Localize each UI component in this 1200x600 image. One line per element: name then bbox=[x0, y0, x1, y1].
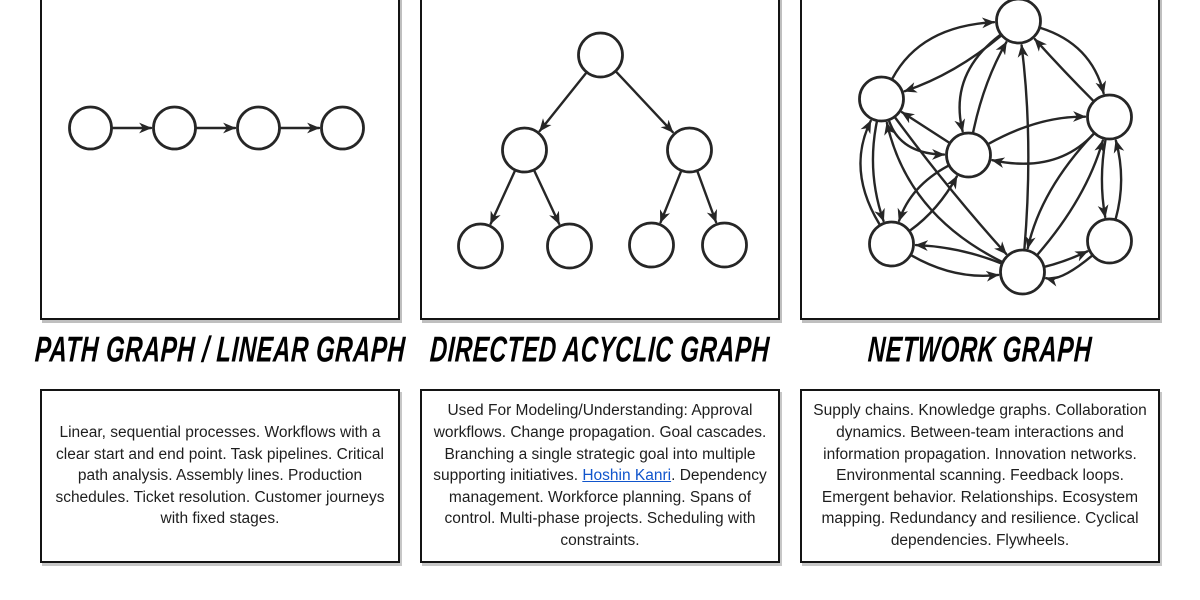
dag-diagram-box bbox=[420, 0, 780, 320]
graph-edge bbox=[533, 169, 561, 225]
graph-node bbox=[501, 126, 548, 174]
graph-node bbox=[546, 222, 593, 270]
graph-node bbox=[457, 222, 504, 270]
graph-node bbox=[999, 248, 1046, 296]
panel-title-dag: DIRECTED ACYCLIC GRAPH bbox=[420, 330, 780, 372]
description-text: Linear, sequential processes. Workflows … bbox=[55, 424, 385, 528]
panel-description-dag: Used For Modeling/Understanding: Approva… bbox=[420, 389, 780, 563]
graph-edge bbox=[1025, 132, 1095, 250]
description-before-link: Used For Modeling/Understanding: Approva… bbox=[433, 402, 767, 485]
graph-node bbox=[577, 31, 624, 79]
graph-node bbox=[868, 220, 915, 268]
graph-edge bbox=[1036, 139, 1105, 256]
graph-edge bbox=[859, 119, 881, 226]
title-text: NETWORK GRAPH bbox=[866, 330, 1094, 371]
graph-node bbox=[628, 221, 675, 269]
description-text: Supply chains. Knowledge graphs. Collabo… bbox=[813, 402, 1147, 549]
graph-edge bbox=[1043, 250, 1089, 268]
graph-edge bbox=[1017, 44, 1030, 251]
graph-edge bbox=[884, 121, 1004, 263]
path-graph-diagram bbox=[68, 105, 365, 151]
graph-edge bbox=[987, 111, 1087, 145]
graph-edge bbox=[991, 132, 1095, 168]
graph-edge bbox=[871, 120, 885, 223]
graph-node bbox=[666, 126, 713, 174]
graph-node bbox=[320, 105, 365, 151]
graph-node bbox=[68, 105, 113, 151]
graph-edge bbox=[908, 175, 958, 232]
graph-edge bbox=[897, 164, 950, 222]
graph-edge bbox=[910, 254, 1000, 282]
network-diagram-box bbox=[800, 0, 1160, 320]
graph-node bbox=[1086, 217, 1133, 265]
description-after-link: . Dependency management. Workforce plann… bbox=[444, 467, 767, 549]
panel-title-path-graph: PATH GRAPH / LINEAR GRAPH bbox=[34, 330, 407, 372]
graph-edge bbox=[954, 33, 1002, 133]
graph-edge bbox=[893, 116, 1008, 255]
panel-description-path-graph: Linear, sequential processes. Workflows … bbox=[40, 389, 400, 563]
graph-node bbox=[945, 131, 992, 179]
description-text: Used For Modeling/Understanding: Approva… bbox=[432, 400, 768, 551]
graph-node bbox=[701, 221, 748, 269]
graph-edge bbox=[696, 170, 718, 224]
panel-network-graph: NETWORK GRAPH Supply chains. Knowledge g… bbox=[800, 0, 1160, 600]
network-diagram bbox=[858, 0, 1133, 296]
graph-edge bbox=[1113, 139, 1125, 220]
path-graph-diagram-box bbox=[40, 0, 400, 320]
graph-edge bbox=[1039, 26, 1107, 95]
graph-edge bbox=[615, 70, 674, 134]
panel-directed-acyclic-graph: DIRECTED ACYCLIC GRAPH Used For Modeling… bbox=[420, 0, 780, 600]
title-text: DIRECTED ACYCLIC GRAPH bbox=[429, 330, 771, 371]
graph-edge bbox=[900, 111, 951, 144]
graph-edge bbox=[891, 17, 996, 80]
graph-node bbox=[1086, 93, 1133, 141]
graph-edge bbox=[538, 71, 588, 133]
graph-edge bbox=[914, 240, 1003, 265]
graph-edge bbox=[659, 170, 683, 224]
graph-edge bbox=[489, 169, 517, 225]
graph-edge bbox=[1033, 38, 1095, 102]
graph-edge bbox=[1097, 138, 1109, 219]
hoshin-kanri-link[interactable]: Hoshin Kanri bbox=[582, 467, 672, 485]
panel-path-graph: PATH GRAPH / LINEAR GRAPH Linear, sequen… bbox=[34, 0, 407, 600]
graph-edge bbox=[971, 41, 1008, 134]
graph-edge bbox=[887, 119, 946, 160]
title-text: PATH GRAPH / LINEAR GRAPH bbox=[33, 330, 407, 371]
graph-node bbox=[236, 105, 281, 151]
graph-node bbox=[995, 0, 1042, 45]
panel-title-network: NETWORK GRAPH bbox=[800, 330, 1160, 372]
panel-description-network: Supply chains. Knowledge graphs. Collabo… bbox=[800, 389, 1160, 563]
dag-diagram bbox=[457, 31, 748, 270]
graph-node bbox=[152, 105, 197, 151]
graph-node bbox=[858, 75, 905, 123]
